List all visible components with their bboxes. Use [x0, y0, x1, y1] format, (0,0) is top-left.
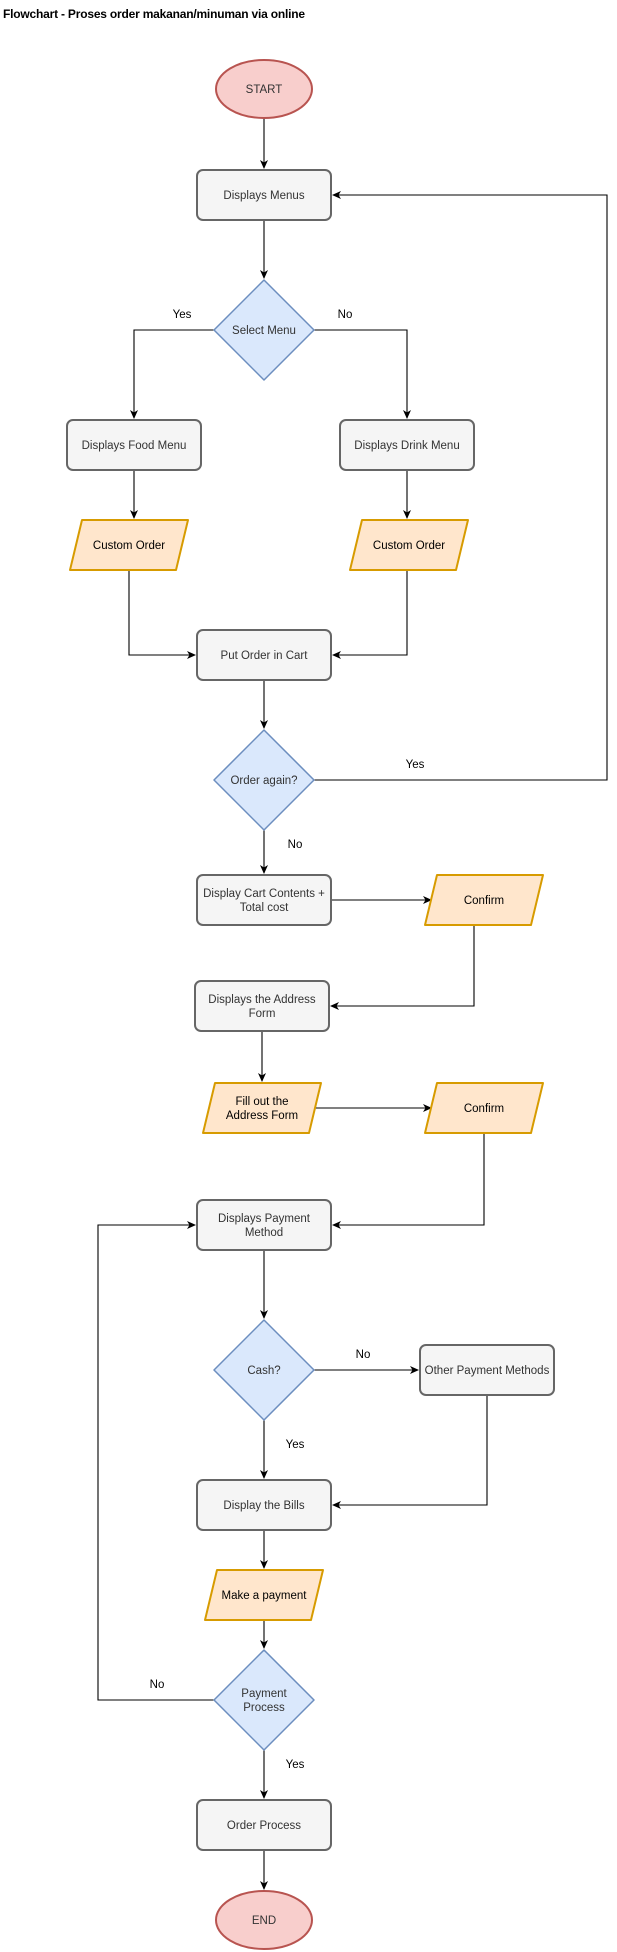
process-shape — [196, 629, 332, 681]
decision-shape — [213, 729, 315, 831]
process-shape — [196, 1199, 332, 1251]
decision-shape — [213, 1649, 315, 1751]
node-custom-order-food[interactable]: Custom Order — [69, 519, 189, 571]
process-shape — [196, 1479, 332, 1531]
node-label: Displays Drink Menu — [354, 440, 459, 452]
node-label: Order again? — [230, 775, 297, 787]
edge-select-yes-to-food — [130, 329, 214, 419]
edge-label-again-yes: Yes — [406, 759, 425, 771]
process-shape — [196, 169, 332, 221]
process-shape — [419, 1344, 555, 1396]
node-label: Order Process — [227, 1820, 301, 1832]
node-food-menu[interactable]: Displays Food Menu — [66, 419, 202, 471]
io-shape — [204, 1569, 324, 1621]
node-order-again[interactable]: Order again? — [213, 729, 315, 831]
node-label: Select Menu — [232, 325, 296, 337]
edge-label-select-no: No — [338, 309, 353, 321]
process-shape — [66, 419, 202, 471]
io-shape — [424, 1082, 544, 1134]
process-shape — [196, 874, 332, 926]
node-label: Display the Bills — [223, 1500, 304, 1512]
node-end[interactable]: END — [215, 1890, 313, 1950]
edge-label-cash-yes: Yes — [286, 1439, 305, 1451]
node-label: Confirm — [464, 1103, 504, 1115]
node-label: Displays Food Menu — [82, 440, 187, 452]
terminal-shape — [215, 59, 313, 119]
node-start[interactable]: START — [215, 59, 313, 119]
io-shape — [69, 519, 189, 571]
node-label: Custom Order — [93, 540, 165, 552]
node-label: Displays Payment — [218, 1213, 311, 1225]
node-label: END — [252, 1915, 276, 1927]
page-title: Flowchart - Proses order makanan/minuman… — [3, 7, 305, 21]
process-shape — [339, 419, 475, 471]
node-confirm-1[interactable]: Confirm — [424, 874, 544, 926]
node-drink-menu[interactable]: Displays Drink Menu — [339, 419, 475, 471]
node-label: Address Form — [226, 1110, 298, 1122]
node-custom-order-drink[interactable]: Custom Order — [349, 519, 469, 571]
edge-confirm-to-address — [330, 925, 475, 1010]
flowchart-edges — [97, 118, 608, 1890]
edge-label-select-yes: Yes — [173, 309, 192, 321]
node-cart-contents[interactable]: Display Cart Contents + Total cost — [196, 874, 332, 926]
process-shape — [196, 1799, 332, 1851]
node-confirm-2[interactable]: Confirm — [424, 1082, 544, 1134]
node-label: Put Order in Cart — [221, 650, 309, 662]
node-other-payment[interactable]: Other Payment Methods — [419, 1344, 555, 1396]
edge-label-payment-yes: Yes — [286, 1759, 305, 1771]
edge-confirm-to-payment — [332, 1133, 485, 1229]
node-label: Make a payment — [221, 1590, 307, 1602]
node-cash[interactable]: Cash? — [213, 1319, 315, 1421]
edge-again-yes-to-menus — [314, 191, 608, 781]
node-label: Displays Menus — [223, 190, 304, 202]
io-shape — [424, 874, 544, 926]
node-label: START — [246, 84, 283, 96]
node-label: Process — [243, 1702, 285, 1714]
node-label: Payment — [241, 1688, 287, 1700]
node-label: Form — [249, 1008, 276, 1020]
node-displays-menus[interactable]: Displays Menus — [196, 169, 332, 221]
node-label: Fill out the — [235, 1096, 288, 1108]
edge-custom-drink-to-cart — [332, 570, 408, 659]
process-shape — [194, 980, 330, 1032]
node-display-bills[interactable]: Display the Bills — [196, 1479, 332, 1531]
terminal-shape — [215, 1890, 313, 1950]
edge-label-again-no: No — [288, 839, 303, 851]
decision-shape — [213, 1319, 315, 1421]
edge-label-cash-no: No — [356, 1349, 371, 1361]
node-label: Method — [245, 1227, 283, 1239]
io-shape — [349, 519, 469, 571]
edge-select-no-to-drink — [314, 329, 411, 419]
node-put-in-cart[interactable]: Put Order in Cart — [196, 629, 332, 681]
node-label: Total cost — [240, 902, 289, 914]
io-shape — [202, 1082, 322, 1134]
edge-custom-food-to-cart — [128, 570, 196, 659]
decision-shape — [213, 279, 315, 381]
edge-other-to-bills — [332, 1395, 488, 1509]
node-label: Cash? — [247, 1365, 280, 1377]
node-order-process[interactable]: Order Process — [196, 1799, 332, 1851]
node-make-payment[interactable]: Make a payment — [204, 1569, 324, 1621]
node-label: Other Payment Methods — [425, 1365, 550, 1377]
edge-process-no-to-payment-method — [97, 1221, 214, 1701]
node-label: Confirm — [464, 895, 504, 907]
node-label: Display Cart Contents + — [203, 888, 325, 900]
node-label: Custom Order — [373, 540, 445, 552]
node-label: Displays the Address — [208, 994, 316, 1006]
node-select-menu[interactable]: Select Menu — [213, 279, 315, 381]
edge-label-payment-no: No — [150, 1679, 165, 1691]
